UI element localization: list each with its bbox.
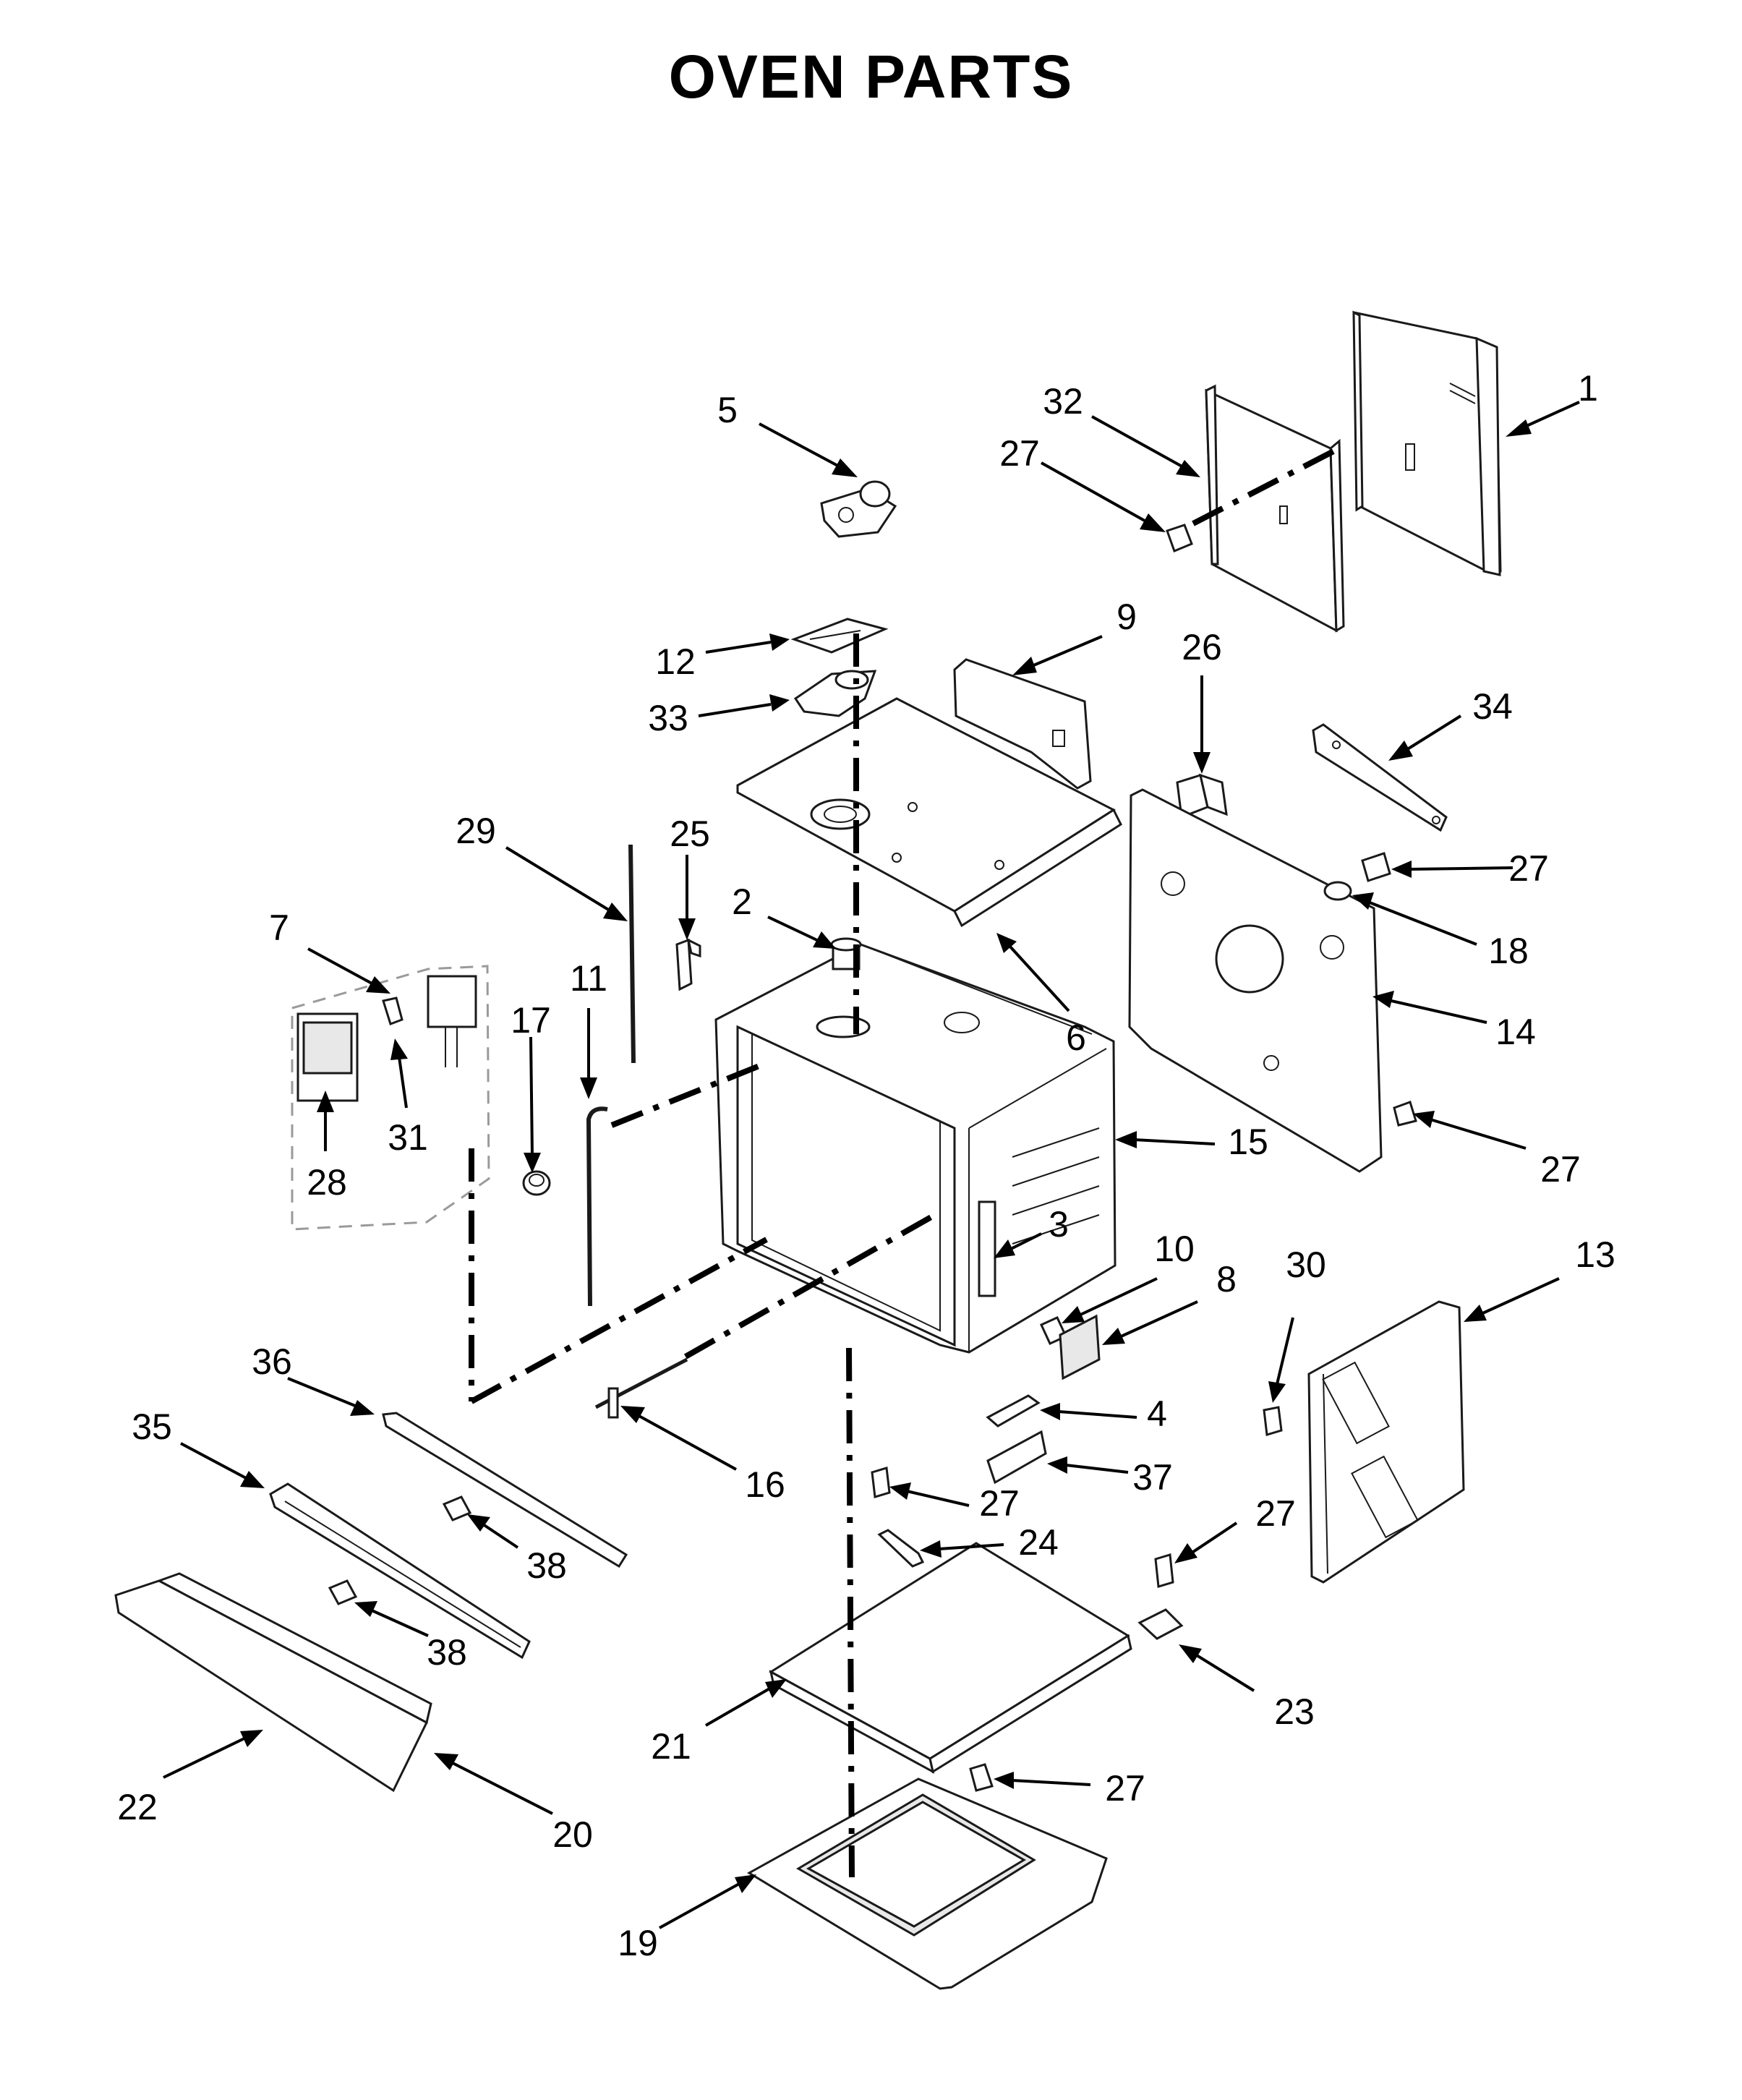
callout-28: 28 (307, 1162, 347, 1203)
part-11-wire (586, 1106, 608, 1307)
part-19-bottom-tray (747, 1777, 1108, 1990)
part-34-bracket-rail (1312, 723, 1448, 832)
part-32-inner-panel (1205, 384, 1345, 633)
part-27-screw-center (871, 1467, 891, 1498)
part-18-fitting (1323, 881, 1352, 901)
callout-4: 4 (1147, 1393, 1167, 1434)
callout-1: 1 (1578, 368, 1598, 409)
callout-18: 18 (1488, 931, 1529, 971)
part-14-rear-wall (1128, 788, 1383, 1173)
part-27-screw-top (1166, 524, 1193, 552)
callout-27-rear-lower: 27 (1540, 1149, 1581, 1190)
page-title: OVEN PARTS (668, 43, 1074, 111)
part-9-vent-duct (953, 658, 1092, 790)
part-20-toe-kick-bracket (156, 1572, 432, 1725)
callout-leaders (163, 401, 1580, 1929)
part-36-rail (382, 1412, 628, 1568)
callout-15: 15 (1228, 1122, 1268, 1162)
callout-10: 10 (1154, 1229, 1195, 1269)
part-12-cover-plate (790, 618, 889, 654)
callout-17: 17 (511, 1000, 551, 1041)
callout-2: 2 (732, 882, 752, 922)
callout-9: 9 (1116, 597, 1137, 637)
part-1-rear-panel (1352, 310, 1502, 576)
part-27-screw-rear-upper (1361, 852, 1391, 882)
callout-27-right: 27 (1255, 1493, 1296, 1534)
assembly-lines (469, 445, 1341, 1878)
part-33-bracket (793, 670, 877, 717)
callout-3: 3 (1049, 1204, 1069, 1245)
callout-27-center: 27 (979, 1483, 1020, 1524)
part-5-fan-motor (820, 480, 897, 538)
callout-36: 36 (252, 1341, 292, 1382)
part-8-grille (1059, 1314, 1101, 1380)
callout-32: 32 (1043, 381, 1083, 422)
callout-23: 23 (1274, 1691, 1315, 1732)
callout-labels: 1 2 3 4 5 6 7 8 9 10 11 12 13 14 15 16 1… (117, 368, 1615, 1963)
part-37-bracket (986, 1430, 1047, 1485)
callout-25: 25 (670, 814, 710, 854)
part-27-screw-rear-lower (1393, 1101, 1417, 1127)
part-15-oven-cavity (714, 943, 1116, 1354)
callout-21: 21 (651, 1726, 691, 1767)
part-26-junction-box (1176, 773, 1228, 819)
callout-27-top: 27 (999, 433, 1040, 474)
callout-27-rear-upper: 27 (1508, 848, 1549, 889)
callout-34: 34 (1472, 686, 1513, 727)
callout-5: 5 (717, 390, 738, 430)
callout-37: 37 (1132, 1457, 1173, 1498)
part-27-screw-right (1154, 1553, 1174, 1588)
callout-22: 22 (117, 1787, 158, 1827)
part-16-sensor (594, 1357, 688, 1419)
callout-30: 30 (1286, 1245, 1326, 1285)
part-3-side-bracket (978, 1200, 996, 1297)
callout-31: 31 (388, 1117, 428, 1158)
part-4-bracket (986, 1394, 1041, 1427)
part-23-bracket (1137, 1608, 1184, 1640)
part-35-rail (269, 1482, 531, 1660)
callout-38-upper: 38 (526, 1545, 567, 1586)
callout-8: 8 (1216, 1259, 1237, 1299)
callout-16: 16 (745, 1464, 785, 1505)
callout-13: 13 (1575, 1234, 1615, 1275)
part-25-bracket (675, 938, 701, 991)
part-30-clip (1263, 1406, 1283, 1436)
callout-26: 26 (1182, 627, 1222, 667)
callout-6: 6 (1066, 1017, 1086, 1058)
callout-29: 29 (456, 811, 496, 851)
callout-12: 12 (655, 641, 696, 682)
callout-27-bottom: 27 (1105, 1768, 1145, 1809)
part-21-bottom-panel (769, 1542, 1132, 1774)
callout-38-lower: 38 (427, 1632, 467, 1673)
callout-7: 7 (269, 908, 289, 948)
callout-35: 35 (132, 1407, 172, 1447)
callout-20: 20 (552, 1814, 593, 1855)
part-29-rod (628, 844, 636, 1064)
part-27-screw-bottom (969, 1763, 994, 1792)
callout-24: 24 (1018, 1522, 1059, 1563)
callout-33: 33 (648, 698, 688, 738)
part-38-screw-a (442, 1495, 472, 1521)
part-38-screw-b (328, 1579, 358, 1605)
part-24-bracket (877, 1529, 925, 1568)
part-17-knob (522, 1170, 551, 1196)
callout-19: 19 (618, 1923, 658, 1963)
part-13-side-panel (1307, 1300, 1465, 1584)
part-22-toe-kick (114, 1579, 428, 1793)
callout-11: 11 (570, 958, 607, 999)
callout-14: 14 (1495, 1012, 1536, 1052)
